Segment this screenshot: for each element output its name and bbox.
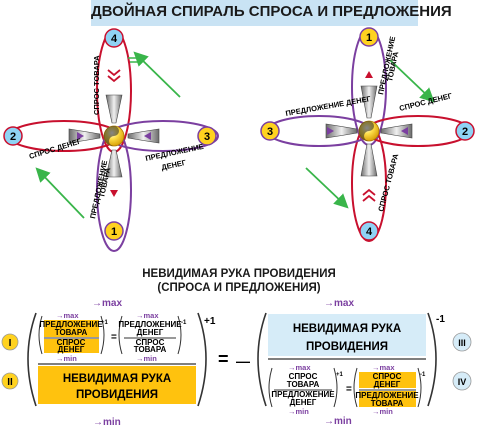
svg-text:ДЕНЕГ: ДЕНЕГ [58,345,85,354]
svg-text:СПРОС: СПРОС [373,372,402,381]
svg-text:2: 2 [10,131,16,143]
exp-plus-one: +1 [204,316,216,327]
svg-text:ТОВАРА: ТОВАРА [134,345,167,354]
svg-text:→min: →min [136,354,157,363]
svg-text:ТОВАРА: ТОВАРА [287,380,320,389]
svg-text:НЕВИДИМАЯ РУКА: НЕВИДИМАЯ РУКА [293,323,401,335]
svg-text:4: 4 [111,33,118,45]
cone-bottom [360,143,378,177]
svg-text:ПРОВИДЕНИЯ: ПРОВИДЕНИЯ [76,389,158,401]
minus-sign: — [236,353,250,369]
roman-4: IV [452,371,472,391]
node-2-right: 2 [455,121,475,141]
node-3-left: 3 [260,121,280,141]
svg-text:3: 3 [204,131,210,143]
svg-text:ТОВАРА: ТОВАРА [371,399,404,408]
node-1-bottom: 1 [104,221,124,241]
paren-left-close [197,312,207,407]
node-3-right: 3 [197,126,217,146]
green-arrow-ne [133,51,181,98]
max-right: →max [324,298,354,309]
svg-text:ТОВАРА: ТОВАРА [55,328,88,337]
svg-text:→min: →min [372,407,393,416]
svg-text:ПРЕДЛОЖЕНИЕ: ПРЕДЛОЖЕНИЕ [39,320,103,329]
label-demand-goods: СПРОС ТОВАРА [92,55,101,115]
hand-box-right [268,314,426,356]
svg-text:ДЕНЕГ: ДЕНЕГ [374,380,401,389]
cone-left [325,123,358,139]
svg-text:II: II [7,377,13,388]
exp-minus-one: -1 [436,314,445,325]
cone-top [105,94,123,124]
svg-text:IV: IV [458,377,467,387]
label-supply-money: ПРЕДЛОЖЕНИЕ ДЕНЕГ [285,94,372,118]
cone-left [68,128,101,144]
node-4-top: 4 [104,28,124,48]
roman-2: II [1,372,19,390]
supply-goods-box [44,320,99,337]
cone-right [380,123,413,139]
cone-right [127,128,160,144]
roman-3: III [452,332,472,352]
svg-text:ДЕНЕГ: ДЕНЕГ [290,398,317,407]
svg-text:СПРОС: СПРОС [136,338,165,347]
svg-text:ПРЕДЛОЖЕНИЕ: ПРЕДЛОЖЕНИЕ [271,390,335,399]
green-arrow-se [389,59,435,103]
svg-text:1: 1 [366,32,372,44]
max-left: →max [92,298,122,309]
svg-text:4: 4 [366,226,373,238]
right-spiral: 1 3 2 4 ПРЕДЛОЖЕНИЕ ТОВАРА ПРЕДЛОЖЕНИЕ Д… [260,27,475,242]
cone-top [360,85,378,119]
title-bar [91,0,418,26]
hand-box-left [38,366,196,404]
svg-text:→min: →min [56,354,77,363]
svg-text:ПРОВИДЕНИЯ: ПРОВИДЕНИЯ [306,341,388,353]
page-title: ДВОЙНАЯ СПИРАЛЬ СПРОСА И ПРЕДЛОЖЕНИЯ [91,3,452,20]
node-1-top: 1 [359,27,379,47]
svg-text:+1: +1 [101,320,109,326]
demand-money-box [44,339,99,353]
min-left: →min [93,417,121,428]
label-supply-money-2: ДЕНЕГ [161,158,188,172]
svg-text:III: III [458,338,466,348]
subtitle: НЕВИДИМАЯ РУКА ПРОВИДЕНИЯ (СПРОСА И ПРЕД… [60,267,418,295]
green-arrow-sw [35,167,85,219]
svg-text:→min: →min [288,407,309,416]
svg-text:ПРЕДЛОЖЕНИЕ: ПРЕДЛОЖЕНИЕ [355,391,419,400]
svg-text:=: = [346,384,352,395]
svg-text:→max: →max [372,363,395,372]
subtitle-line-1: НЕВИДИМАЯ РУКА ПРОВИДЕНИЯ [142,268,336,280]
svg-text:→max: →max [136,311,159,320]
node-2-left: 2 [3,126,23,146]
svg-text:ПРЕДЛОЖЕНИЕ: ПРЕДЛОЖЕНИЕ [118,320,182,329]
left-spiral: 4 2 3 1 СПРОС ТОВАРА СПРОС ДЕНЕГ ПРЕДЛОЖ… [3,28,219,252]
cone-bottom [105,149,123,178]
svg-text:2: 2 [462,126,468,138]
svg-text:+1: +1 [336,372,344,378]
equals-sign: = [218,349,229,369]
svg-text:СПРОС: СПРОС [57,338,86,347]
label-demand-goods: СПРОС ТОВАРА [376,152,400,212]
svg-text:НЕВИДИМАЯ РУКА: НЕВИДИМАЯ РУКА [63,373,171,385]
subtitle-line-2: (СПРОСА И ПРЕДЛОЖЕНИЯ) [157,282,321,294]
svg-text:=: = [111,332,117,343]
svg-text:-1: -1 [420,372,426,378]
roman-1: I [1,333,19,351]
min-right: →min [324,416,352,427]
node-4-bottom: 4 [359,221,379,241]
svg-text:3: 3 [267,126,273,138]
paren-left-open [27,312,37,407]
svg-text:→max: →max [288,363,311,372]
formula: →max →max →min →min +1 I II →max ПРЕДЛОЖ… [1,298,472,428]
svg-text:ДЕНЕГ: ДЕНЕГ [137,328,164,337]
svg-text:I: I [9,338,12,349]
svg-text:-1: -1 [181,320,187,326]
svg-text:1: 1 [111,226,117,238]
svg-text:→max: →max [56,311,79,320]
svg-text:СПРОС: СПРОС [289,372,318,381]
green-arrow-se-2 [305,167,349,209]
